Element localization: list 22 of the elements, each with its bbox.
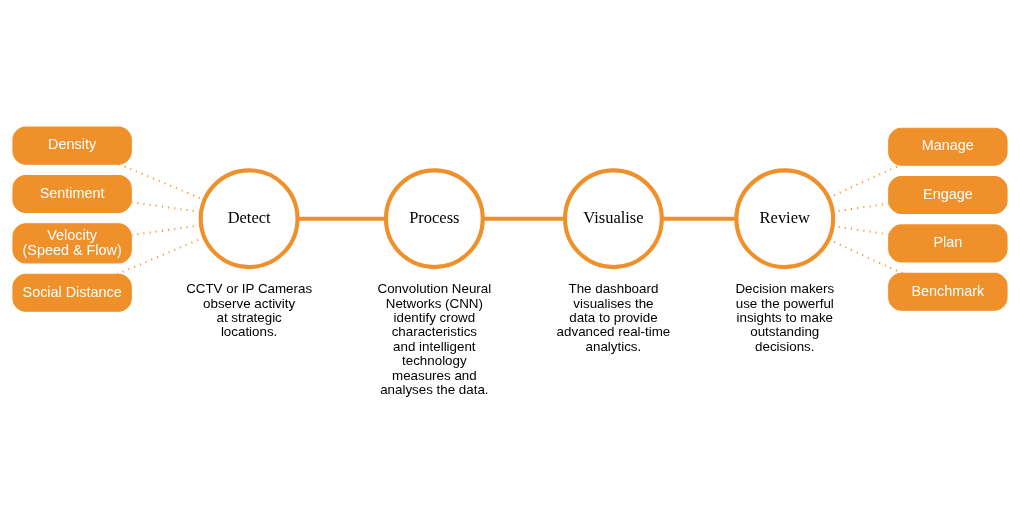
connector bbox=[662, 216, 737, 221]
node-box: Engage bbox=[888, 175, 1008, 214]
node-box: Sentiment bbox=[12, 174, 132, 213]
node-circle: Review bbox=[734, 167, 836, 269]
node-box: Velocity (Speed & Flow) bbox=[12, 222, 132, 263]
node-box: Plan bbox=[888, 223, 1008, 262]
node-label: Decision makers use the powerful insights to make outstanding decisions. bbox=[735, 280, 835, 354]
node-circle: Visualise bbox=[563, 167, 664, 269]
node-label: The dashboard visualises the data to provide advanced real-time analytics. bbox=[556, 280, 671, 354]
connector bbox=[131, 223, 202, 236]
node-label: Convolution Neural Networks (CNN) identify crowd characteristics and intelligent technology measures and analyses the data. bbox=[377, 280, 492, 397]
connector bbox=[131, 200, 202, 213]
connector bbox=[297, 216, 386, 221]
node-box: Manage bbox=[888, 127, 1008, 166]
node-label: CCTV or IP Cameras observe activity at strategic locations. bbox=[186, 280, 313, 339]
node-circle: Detect bbox=[198, 167, 300, 269]
node-box: Social Distance bbox=[12, 273, 132, 312]
node-box: Density bbox=[12, 126, 132, 165]
node-circle: Process bbox=[383, 167, 485, 269]
connector bbox=[116, 235, 205, 275]
node-box: Benchmark bbox=[888, 272, 1008, 311]
connector bbox=[482, 216, 565, 221]
